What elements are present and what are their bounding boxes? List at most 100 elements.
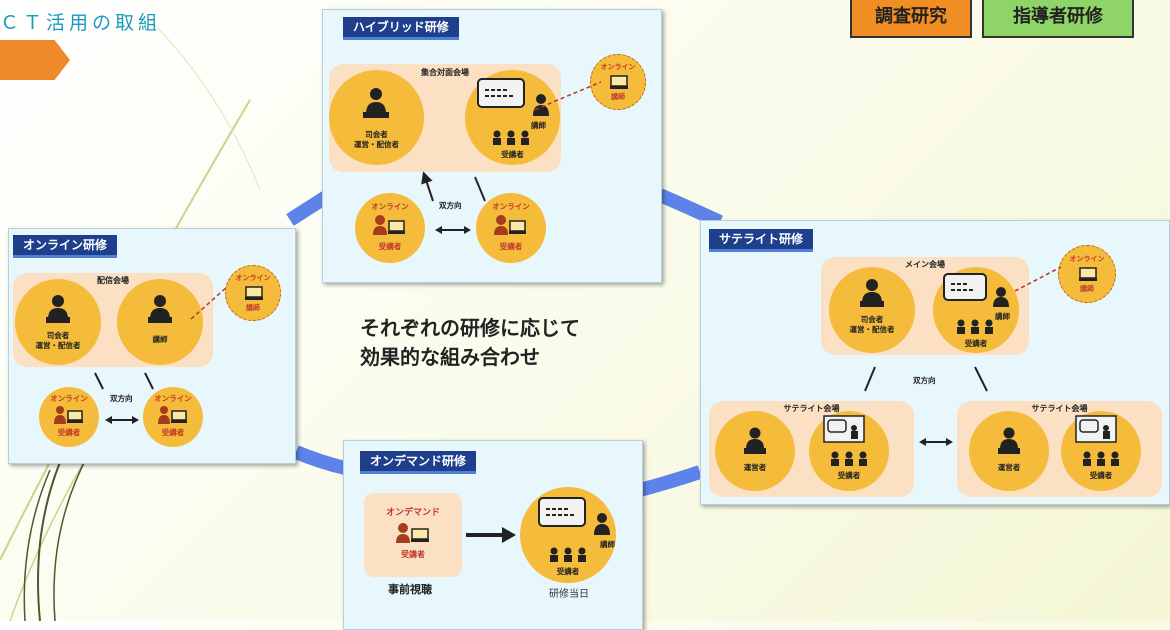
double-arrow <box>919 438 953 446</box>
person-laptop-icon <box>46 295 70 323</box>
sat1-trainee-circle: 受講者 <box>809 411 889 491</box>
lecturer-icon <box>594 513 610 535</box>
sat1-trainee-label: 受講者 <box>837 471 861 480</box>
ondemand-prestudy-box: オンデマンド 受講者 <box>364 493 462 577</box>
hybrid-online-left: オンライン 受講者 <box>355 193 425 263</box>
online-remote-lecturer: オンライン 講師 <box>225 265 281 321</box>
bidirectional-arrows <box>421 171 486 202</box>
bidirectional-arrows <box>94 372 154 390</box>
online-right-label: 受講者 <box>161 428 185 437</box>
satellite-title: サテライト研修 <box>709 229 814 252</box>
hybrid-panel: ハイブリッド研修 集合対面会場 司会者 運営・配信者 講師 受講者 オンライン <box>322 9 662 283</box>
sat2-trainee-circle: 受講者 <box>1061 411 1141 491</box>
online-bidirectional-label: 双方向 <box>110 394 133 403</box>
online-right-tag: オンライン <box>154 394 192 403</box>
satellite-trainee-label: 受講者 <box>964 339 988 348</box>
hybrid-title: ハイブリッド研修 <box>343 17 459 40</box>
person-laptop-icon <box>363 88 389 118</box>
satellite-main-venue-title: メイン会場 <box>905 260 945 269</box>
arrow-right <box>466 527 516 543</box>
satellite-venue-1-title: サテライト会場 <box>783 404 840 413</box>
person-laptop-icon <box>998 427 1020 454</box>
online-left-circle: オンライン 受講者 <box>39 387 99 447</box>
hybrid-online-lecturer-tag: オンライン <box>600 63 636 71</box>
laptop-icon <box>1079 267 1097 281</box>
hybrid-operator-label: 運営・配信者 <box>354 140 399 149</box>
person-laptop-icon <box>54 406 83 424</box>
online-remote-tag: オンライン <box>235 274 271 282</box>
ondemand-title: オンデマンド研修 <box>360 451 477 474</box>
person-laptop-icon <box>744 427 766 454</box>
dashed-connector <box>190 286 228 320</box>
audience-icon <box>550 547 586 562</box>
ondemand-day-trainee-label: 受講者 <box>556 567 580 576</box>
page-title: ＣＴ活用の取組 <box>0 12 162 34</box>
satellite-remote-lecturer: オンライン 講師 <box>1058 245 1116 303</box>
online-left-tag: オンライン <box>50 394 88 403</box>
hybrid-venue-title: 集合対面会場 <box>421 68 469 77</box>
audience-icon <box>957 319 993 334</box>
hybrid-online-right-label: 受講者 <box>499 242 523 251</box>
sat2-operator-label: 運営者 <box>997 463 1021 472</box>
lecturer-icon <box>533 94 549 116</box>
double-arrow <box>105 416 139 424</box>
satellite-host-label: 司会者 <box>860 315 884 324</box>
leader-training-button[interactable]: 指導者研修 <box>982 0 1134 38</box>
hybrid-host-circle: 司会者 運営・配信者 <box>329 70 424 165</box>
screen-icon <box>1075 415 1117 443</box>
sat2-operator-circle: 運営者 <box>969 411 1049 491</box>
laptop-icon <box>245 286 263 300</box>
audience-icon <box>1083 451 1119 466</box>
screen-icon <box>477 78 525 108</box>
person-laptop-icon <box>494 215 526 235</box>
bidirectional-arrows <box>864 366 988 392</box>
satellite-bidirectional-label: 双方向 <box>913 376 936 385</box>
hybrid-online-right-tag: オンライン <box>492 202 530 211</box>
laptop-icon <box>610 75 628 89</box>
satellite-lecturer-label: 講師 <box>995 312 1010 321</box>
online-host-label: 司会者 <box>46 331 70 340</box>
hybrid-lecture-circle: 講師 受講者 <box>465 70 560 165</box>
pre-view-label: 事前視聴 <box>388 583 432 596</box>
hybrid-trainee-label: 受講者 <box>501 150 524 159</box>
center-message-line2: 効果的な組み合わせ <box>360 345 540 369</box>
online-title: オンライン研修 <box>13 235 118 258</box>
section-arrow-tag <box>0 40 70 80</box>
online-lecturer-label: 講師 <box>152 335 168 344</box>
screen-icon <box>538 497 586 527</box>
ondemand-trainee-label: 受講者 <box>401 550 425 559</box>
hybrid-online-left-label: 受講者 <box>378 242 402 251</box>
online-operator-label: 運営・配信者 <box>35 341 81 350</box>
ondemand-tag: オンデマンド <box>385 508 440 518</box>
audience-icon <box>493 130 529 145</box>
online-left-label: 受講者 <box>57 428 81 437</box>
center-message-line1: それぞれの研修に応じて <box>360 316 580 340</box>
satellite-venue-2-title: サテライト会場 <box>1031 404 1088 413</box>
research-button[interactable]: 調査研究 <box>850 0 972 38</box>
online-host-circle: 司会者 運営・配信者 <box>15 279 101 365</box>
satellite-remote-tag: オンライン <box>1069 255 1105 263</box>
online-right-circle: オンライン 受講者 <box>143 387 203 447</box>
lecturer-icon <box>993 287 1009 307</box>
online-lecturer-circle: 講師 <box>117 279 203 365</box>
hybrid-lecturer-label: 講師 <box>531 121 546 130</box>
satellite-operator-label: 運営・配信者 <box>849 325 895 334</box>
dashed-connector <box>1014 266 1062 292</box>
sat2-trainee-label: 受講者 <box>1089 471 1113 480</box>
satellite-remote-label: 講師 <box>1080 285 1094 293</box>
ondemand-lecturer-label: 講師 <box>600 540 615 549</box>
sat1-operator-circle: 運営者 <box>715 411 795 491</box>
audience-icon <box>831 451 867 466</box>
online-venue-title: 配信会場 <box>97 276 129 285</box>
online-remote-label: 講師 <box>246 304 260 312</box>
training-day-label: 研修当日 <box>549 589 589 600</box>
person-laptop-icon <box>148 295 172 323</box>
center-message: それぞれの研修に応じて 効果的な組み合わせ <box>360 314 580 372</box>
ondemand-panel: オンデマンド研修 オンデマンド 受講者 事前視聴 講師 受講者 研修当日 <box>343 440 643 630</box>
ondemand-day-circle: 講師 受講者 <box>520 487 616 583</box>
online-panel: オンライン研修 配信会場 司会者 運営・配信者 講師 オンライン 講師 オンライ… <box>8 228 296 464</box>
hybrid-bidirectional-label: 双方向 <box>439 201 462 210</box>
dashed-connector <box>534 81 602 111</box>
satellite-host-circle: 司会者 運営・配信者 <box>829 267 915 353</box>
person-laptop-icon <box>860 279 884 307</box>
